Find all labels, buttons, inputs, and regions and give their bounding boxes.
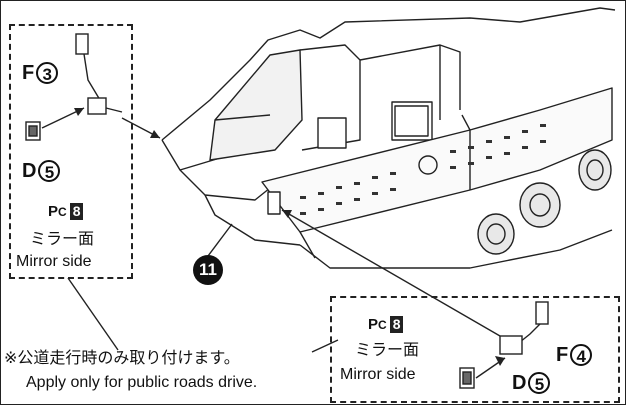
paint-prefix: P	[48, 203, 59, 220]
paint-code: C	[58, 205, 67, 219]
arrow-right	[281, 209, 501, 337]
hatch	[418, 155, 438, 175]
step-number-badge: 11	[193, 255, 223, 285]
paint-prefix: P	[368, 316, 379, 333]
hull-front	[161, 7, 616, 141]
mirror-mount	[267, 191, 281, 215]
leader-note-right	[311, 339, 339, 353]
window	[391, 101, 433, 141]
left-mirror-en: Mirror side	[16, 253, 92, 270]
part-number: 5	[38, 160, 61, 182]
part-letter: F	[556, 344, 569, 366]
paint-code: C	[378, 318, 387, 332]
mirror-part-f3	[75, 33, 89, 55]
leader-step	[207, 223, 233, 257]
track	[299, 229, 613, 269]
right-mirror-jp: ミラー面	[355, 342, 420, 359]
right-mirror-parts	[459, 301, 549, 389]
road-wheels	[477, 149, 612, 255]
note-jp: ※公道走行時のみ取り付けます。	[4, 350, 240, 367]
left-mirror-jp: ミラー面	[30, 231, 95, 248]
note-en: Apply only for public roads drive.	[26, 374, 258, 391]
right-mirror-en: Mirror side	[340, 366, 416, 383]
cabin-block	[209, 49, 303, 161]
paint-number: 8	[389, 316, 404, 333]
part-number: 5	[528, 372, 551, 394]
part-number: 3	[36, 62, 59, 84]
left-mirror-parts	[25, 33, 123, 141]
leader-note-left	[67, 277, 119, 351]
part-letter: D	[512, 372, 527, 394]
left-callout-box	[9, 24, 133, 279]
part-letter: F	[22, 62, 35, 84]
part-letter: D	[22, 160, 37, 182]
side-panel	[261, 87, 613, 233]
paint-number: 8	[69, 203, 84, 220]
window	[317, 117, 347, 149]
mirror-part-f4	[535, 301, 549, 325]
panel-slots	[300, 124, 546, 215]
right-callout-box	[330, 296, 620, 403]
part-number: 4	[570, 344, 593, 366]
